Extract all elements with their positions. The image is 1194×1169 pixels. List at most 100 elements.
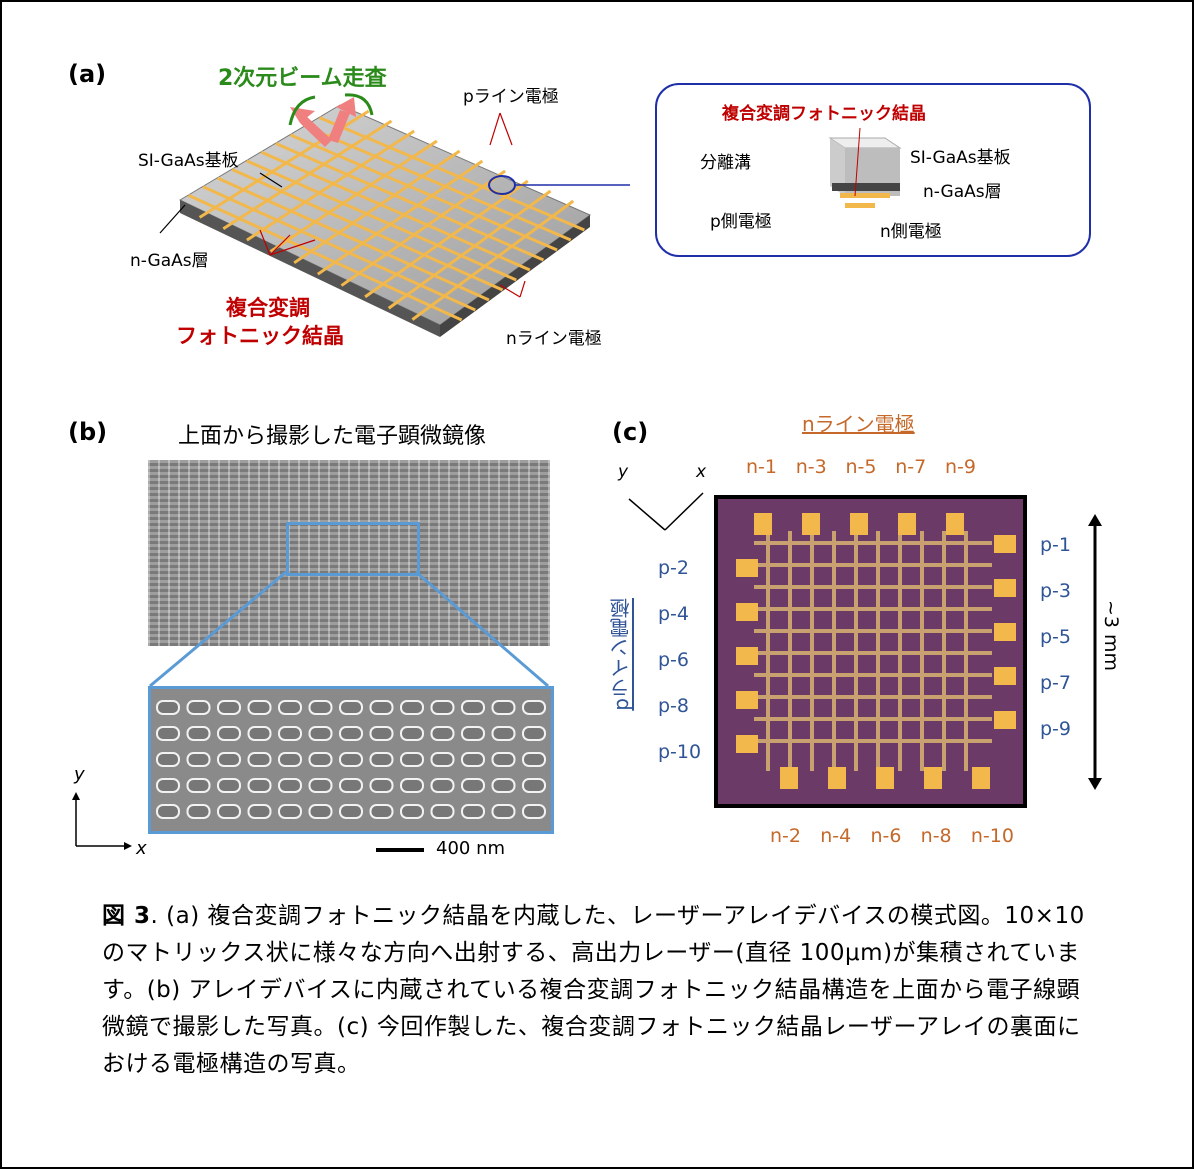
n-bottom-item: n-8 — [920, 825, 952, 847]
electrode-line — [260, 150, 531, 272]
electrode-line — [217, 176, 490, 302]
sem-hole — [308, 752, 333, 767]
chip-row-electrode — [754, 739, 992, 743]
sem-hole — [461, 700, 485, 715]
sem-hole — [400, 804, 424, 819]
black-pointers — [159, 172, 283, 234]
inset-title: 複合変調フォトニック結晶 — [722, 104, 926, 124]
sem-hole — [247, 778, 272, 793]
sem-hole — [217, 700, 241, 715]
sem-hole — [430, 700, 455, 715]
n-top-item: n-1 — [746, 456, 777, 478]
sem-hole — [156, 752, 180, 767]
p-right-item: p-9 — [1040, 718, 1072, 740]
electrode-line — [411, 199, 575, 321]
electrode-line — [340, 169, 506, 287]
sem-hole — [400, 752, 424, 767]
sem-hole — [278, 752, 302, 767]
chip-pad-n-bottom — [876, 767, 894, 789]
n-bottom-item: n-2 — [770, 825, 801, 847]
inset-p-electrode-label: p側電極 — [710, 212, 772, 232]
size-label: ~3 mm — [1100, 600, 1122, 672]
sem-hole — [522, 752, 546, 767]
substrate-side-left — [180, 200, 440, 337]
caption-text: . (a) 複合変調フォトニック結晶を内蔵した、レーザーアレイデバイスの模式図。… — [102, 903, 1085, 1077]
sem-hole — [339, 700, 363, 715]
p-right-item: p-3 — [1040, 580, 1072, 602]
chip-pad-n-top — [802, 513, 820, 535]
electrode-line — [387, 189, 552, 310]
sem-hole — [400, 778, 424, 793]
sem-hole — [461, 726, 485, 741]
sem-hole — [247, 804, 272, 819]
chip-pad-n-bottom — [924, 767, 942, 789]
chip-pad-p-left — [736, 559, 758, 577]
sem-hole-array — [156, 700, 546, 819]
sem-hole — [400, 700, 424, 715]
figure-caption: 図 3. (a) 複合変調フォトニック結晶を内蔵した、レーザーアレイデバイスの模… — [102, 898, 1092, 1083]
panel-c-label: (c) — [612, 418, 649, 446]
sem-hole — [308, 804, 333, 819]
sem-hole — [156, 778, 180, 793]
sem-zoom — [148, 686, 554, 834]
sem-hole — [369, 778, 394, 793]
scan-arrow-left — [288, 95, 316, 126]
sem-hole — [339, 778, 363, 793]
chip-pad-n-bottom — [828, 767, 846, 789]
pointer-arrows — [259, 112, 526, 298]
beam-scan-label: 2次元ビーム走査 — [218, 66, 387, 91]
sem-hole — [278, 804, 302, 819]
chip-pad-p-right — [994, 623, 1016, 641]
sem-hole — [461, 804, 485, 819]
c-axis-y: y — [618, 462, 629, 482]
sem-hole — [522, 700, 546, 715]
chip-row-electrode — [754, 695, 992, 699]
sem-hole — [369, 726, 394, 741]
inset-box — [655, 83, 1091, 257]
sem-hole — [308, 726, 333, 741]
n-line-title: nライン電極 — [802, 412, 915, 436]
p-left-item: p-10 — [658, 741, 702, 763]
chip-row-electrode — [754, 673, 992, 677]
sem-hole — [491, 700, 516, 715]
p-left-item: p-8 — [658, 695, 690, 717]
chip-pad-n-bottom — [972, 767, 990, 789]
chip-pad-p-right — [994, 667, 1016, 685]
p-left-item: p-4 — [658, 603, 690, 625]
electrode-line — [304, 124, 572, 242]
electrode-line — [231, 168, 504, 292]
sem-hole — [278, 700, 302, 715]
n-bottom-item: n-6 — [870, 825, 902, 847]
electrode-line — [293, 149, 461, 265]
chip-row-electrode — [754, 585, 992, 589]
p-right-item: p-5 — [1040, 626, 1072, 648]
c-axis-arrows — [628, 492, 704, 531]
p-left-item: p-2 — [658, 557, 690, 579]
sem-hole — [339, 752, 363, 767]
electrode-line — [318, 116, 585, 232]
sem-hole — [522, 804, 546, 819]
substrate-side-right — [440, 215, 590, 337]
sem-hole — [217, 804, 241, 819]
sem-hole — [430, 752, 455, 767]
sem-hole — [186, 752, 211, 767]
panel-b-label: (b) — [68, 418, 108, 446]
electrode-line — [202, 185, 476, 312]
chip-electrodes — [718, 499, 1023, 804]
sem-hole — [400, 726, 424, 741]
chip-pad-p-right — [994, 711, 1016, 729]
c-axis-x: x — [696, 462, 707, 482]
p-line-title: pライン電極 — [609, 598, 633, 711]
sem-hole — [217, 726, 241, 741]
sem-hole — [461, 752, 485, 767]
p-line-label: pライン電極 — [463, 87, 559, 107]
chip-pad-p-left — [736, 603, 758, 621]
n-bottom-item: n-4 — [820, 825, 852, 847]
chip-pad-p-left — [736, 735, 758, 753]
chip-pad-p-right — [994, 579, 1016, 597]
chip-row-electrode — [754, 541, 992, 545]
si-gaas-label: SI-GaAs基板 — [138, 151, 239, 171]
sem-hole — [186, 700, 211, 715]
